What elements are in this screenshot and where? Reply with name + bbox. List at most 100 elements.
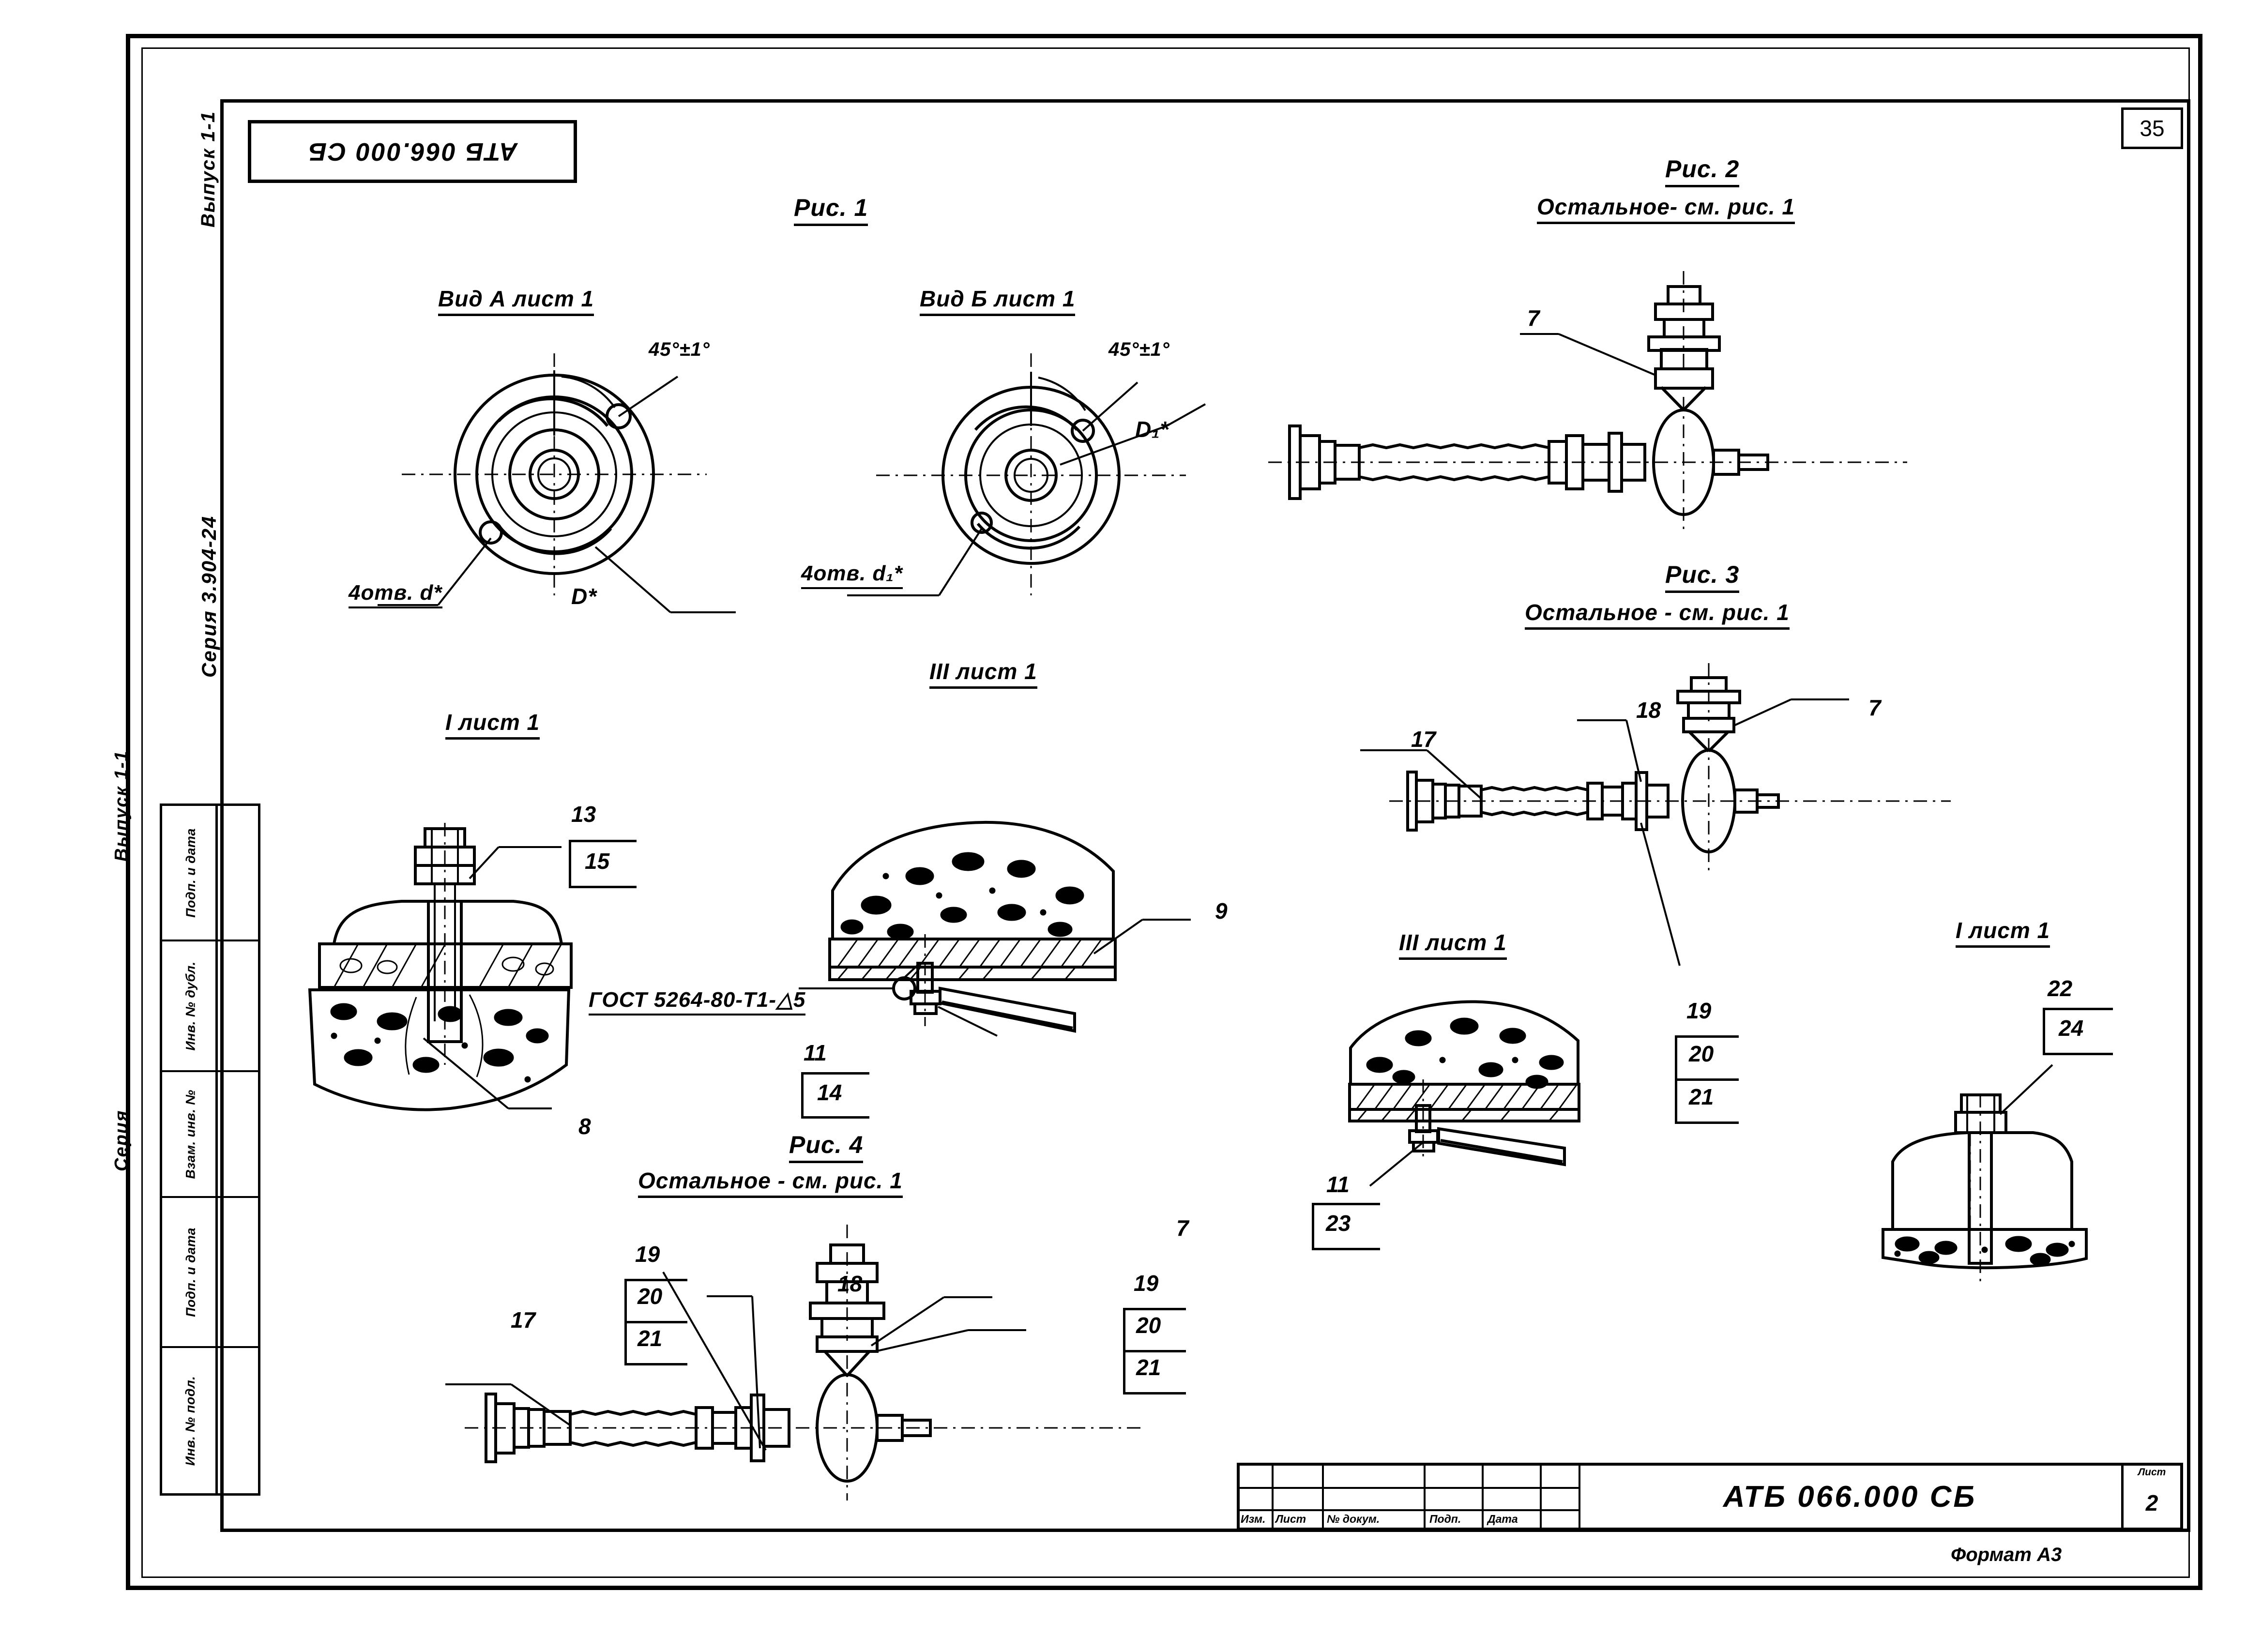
detail-III-right-heading: III лист 1 [1399, 929, 1507, 960]
margin-label-series-inner: Серия 3.904-24 [197, 515, 220, 678]
detail-I-left-callout-15-box: 15 [569, 840, 637, 888]
tb-divider [1322, 1466, 1324, 1528]
stamp-cell: Взам. инв. № [162, 1072, 219, 1198]
detail-III-right-callout-11: 11 [1326, 1172, 1350, 1197]
detail-III-center-heading: III лист 1 [929, 658, 1037, 689]
detail-I-left-drawing [308, 823, 573, 1111]
view-a-diameter-label: D* [571, 584, 597, 609]
fig4-callout-18: 18 [837, 1271, 863, 1296]
view-a-drawing [378, 353, 736, 613]
fig4-callout-20-left: 20 [638, 1284, 663, 1309]
stamp-cell: Подп. и дата [162, 806, 219, 941]
tb-col-izm: Изм. [1241, 1513, 1266, 1525]
fig2-subtitle: Остальное- см. рис. 1 [1537, 194, 1795, 224]
sheet-outer-frame [126, 34, 2202, 1590]
fig3-assembly-drawing [1360, 663, 1951, 966]
view-b-holes-label: 4отв. d₁* [801, 561, 903, 589]
fig4-callout-19-left: 19 [635, 1242, 660, 1267]
detail-I-right-callout-22: 22 [2048, 976, 2073, 1001]
fig3-callout-17: 17 [1411, 727, 1436, 752]
tb-col-dokum: № докум. [1327, 1513, 1380, 1525]
sheet-inner-frame [220, 99, 2190, 1532]
detail-III-center-drawing [799, 821, 1191, 1037]
tb-col-data: Дата [1488, 1513, 1518, 1525]
stamp-column-blank [217, 803, 260, 1496]
detail-III-center-callout-14-box: 14 [801, 1072, 869, 1119]
fig4-title: Рис. 4 [789, 1131, 864, 1163]
page-number: 35 [2140, 116, 2165, 141]
fig3-subtitle: Остальное - см. рис. 1 [1525, 599, 1790, 630]
fig3-callout-7: 7 [1868, 695, 1881, 720]
fig4-callout-20-right: 20 [1136, 1313, 1161, 1338]
detail-III-center-callout-14: 14 [817, 1080, 842, 1105]
stamp-cell: Инв. № подл. [162, 1348, 219, 1493]
fig4-callout-17: 17 [511, 1307, 536, 1333]
page-number-box: 35 [2121, 107, 2183, 149]
fig3-title: Рис. 3 [1665, 561, 1740, 593]
stamp-blank-cell [217, 941, 258, 1072]
tb-divider [1540, 1466, 1542, 1528]
view-a-holes-label: 4отв. d* [349, 581, 442, 608]
title-block-sheet-cell: Лист 2 [2121, 1466, 2180, 1528]
detail-III-right-drawing [1348, 1000, 1580, 1187]
margin-label-issue-outer: Выпуск 1-1 [111, 750, 132, 862]
view-b-diameter-label: D₁* [1135, 417, 1169, 442]
tb-divider [1579, 1466, 1580, 1528]
view-b-heading: Вид Б лист 1 [920, 286, 1076, 316]
fig4-callout-stack-left: 19 20 21 [624, 1239, 687, 1365]
stamp-cell: Инв. № дубл. [162, 941, 219, 1072]
margin-label-series-outer: Серия [111, 1109, 132, 1171]
fig4-callout-19-right: 19 [1134, 1271, 1159, 1296]
drawing-code-top: АТБ 066.000 СБ [307, 137, 518, 166]
tb-divider [1240, 1487, 1579, 1489]
title-block-sheet-number: 2 [2145, 1490, 2158, 1516]
detail-I-right-heading: I лист 1 [1956, 917, 2050, 948]
fig1-title: Рис. 1 [794, 194, 868, 226]
stamp-blank-cell [217, 1348, 258, 1493]
fig2-title: Рис. 2 [1665, 155, 1740, 187]
detail-I-right-callout-24: 24 [2059, 1015, 2084, 1041]
fig2-assembly-drawing [1268, 271, 1907, 532]
stamp-blank-cell [217, 1198, 258, 1348]
view-a-heading: Вид А лист 1 [438, 286, 594, 316]
fig4-assembly-drawing [445, 1225, 1142, 1500]
fig4-callout-7: 7 [1176, 1215, 1189, 1241]
view-b-drawing [847, 353, 1206, 596]
stamp-label: Подп. и дата [183, 828, 198, 918]
tb-divider [1272, 1466, 1274, 1528]
stamp-blank-cell [217, 1072, 258, 1198]
tb-col-list: Лист [1275, 1513, 1306, 1525]
format-label: Формат А3 [1951, 1544, 2062, 1565]
title-block-sheet-label: Лист [2138, 1467, 2166, 1478]
fig3-callout-19: 19 [1686, 998, 1712, 1023]
weld-note: ГОСТ 5264-80-Т1-△5 [589, 987, 806, 1015]
stamp-cell: Подп. и дата [162, 1198, 219, 1348]
drawing-code-box-top: АТБ 066.000 СБ [248, 120, 577, 183]
fig3-callout-stack: 19 20 21 [1675, 995, 1739, 1124]
stamp-label: Взам. инв. № [183, 1089, 198, 1179]
title-block: Изм. Лист № докум. Подп. Дата АТБ 066.00… [1237, 1463, 2183, 1531]
title-block-revision-grid: Изм. Лист № докум. Подп. Дата [1240, 1466, 1580, 1528]
detail-III-right-callout-23: 23 [1326, 1211, 1351, 1236]
fig3-callout-20: 20 [1689, 1041, 1714, 1066]
fig4-callout-stack-right: 19 20 21 [1123, 1268, 1186, 1394]
fig3-callout-21: 21 [1689, 1084, 1714, 1109]
stamp-label: Инв. № дубл. [183, 961, 198, 1051]
detail-I-left-heading: I лист 1 [445, 709, 540, 740]
fig3-callout-18: 18 [1636, 697, 1661, 723]
detail-I-right-drawing [1882, 1064, 2088, 1283]
fig4-subtitle: Остальное - см. рис. 1 [638, 1167, 903, 1198]
view-b-angle-label: 45°±1° [1108, 339, 1170, 360]
stamp-column: Подп. и дата Инв. № дубл. Взам. инв. № П… [160, 803, 219, 1496]
margin-label-issue-inner: Выпуск 1-1 [197, 110, 219, 227]
fig2-callout-7: 7 [1527, 305, 1540, 331]
detail-III-center-callout-11: 11 [804, 1040, 827, 1065]
detail-I-right-callout-24-box: 24 [2043, 1008, 2113, 1055]
detail-I-left-callout-8: 8 [578, 1114, 591, 1139]
title-block-drawing-code: АТБ 066.000 СБ [1723, 1480, 1977, 1514]
stamp-label: Инв. № подл. [183, 1376, 198, 1466]
fig4-callout-21-left: 21 [638, 1326, 663, 1351]
stamp-label: Подп. и дата [183, 1227, 198, 1317]
stamp-blank-cell [217, 806, 258, 941]
